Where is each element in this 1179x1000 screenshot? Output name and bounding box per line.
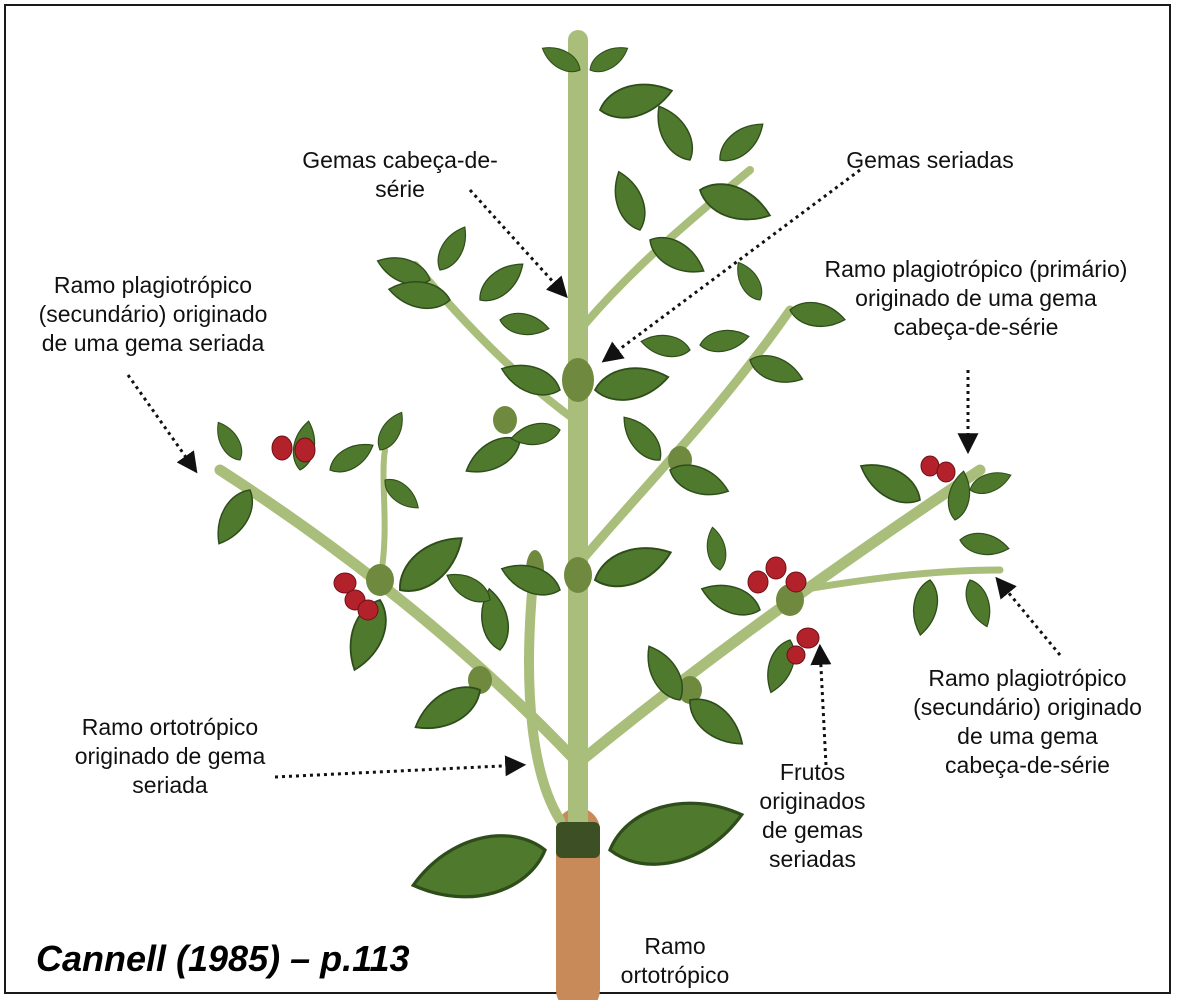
fruit [358, 600, 378, 620]
bud-cluster [562, 358, 594, 402]
fruit [748, 571, 768, 593]
leaf [760, 636, 801, 696]
leaf [603, 788, 749, 878]
label-gemas-cabeca-de-serie: Gemas cabeça-de- série [270, 146, 530, 204]
leaf [713, 115, 771, 168]
leaf [498, 310, 550, 339]
leaf [325, 436, 378, 478]
bud-cluster [366, 564, 394, 596]
label-frutos-seriadas: Frutos originados de gemas seriadas [730, 758, 895, 874]
fruit [786, 572, 806, 592]
main-stem [578, 40, 579, 840]
leaf [615, 410, 668, 468]
arrow-ramo-ortotropico-seriada [275, 765, 522, 777]
leaf [607, 167, 652, 234]
fruit [921, 456, 939, 476]
leaf [639, 331, 691, 360]
label-ramo-plagiotropico-secundario-cabeca: Ramo plagiotrópico (secundário) originad… [890, 664, 1165, 780]
fruit [797, 628, 819, 648]
label-ramo-ortotropico: Ramo ortotrópico [590, 932, 760, 990]
leaf [731, 258, 768, 305]
leaf [387, 277, 452, 313]
leaf [704, 526, 729, 572]
bud-cluster [564, 557, 592, 593]
leaf [698, 326, 750, 355]
orthotropic-sprout [529, 560, 560, 820]
leaf [473, 255, 531, 308]
arrow-frutos [820, 648, 826, 765]
label-ramo-plagiotropico-primario: Ramo plagiotrópico (primário) originado … [790, 255, 1162, 342]
fruit [766, 557, 786, 579]
leaf [681, 689, 751, 754]
fruit [295, 438, 315, 462]
fruit [787, 646, 805, 664]
arrow-plagio-secundario-seriada [128, 375, 195, 470]
leaf [648, 100, 701, 166]
leaf [406, 823, 552, 913]
stem-ring [556, 822, 600, 858]
leaf [589, 537, 676, 596]
leaf [854, 454, 927, 512]
label-ramo-ortotropico-seriada: Ramo ortotrópico originado de gema seria… [50, 713, 290, 800]
leaf [431, 222, 473, 275]
leaf [958, 530, 1010, 559]
label-ramo-plagiotropico-secundario-seriada: Ramo plagiotrópico (secundário) originad… [8, 271, 298, 358]
leaf [592, 362, 671, 405]
label-gemas-seriadas: Gemas seriadas [790, 146, 1070, 175]
citation: Cannell (1985) – p.113 [36, 938, 410, 980]
branch-left-secondary [380, 450, 385, 580]
leaf [372, 408, 409, 455]
fruit [272, 436, 292, 460]
leaf [211, 418, 248, 465]
leaf [960, 577, 996, 631]
leaf [586, 41, 633, 78]
arrow-plagio-secundario-cabeca [998, 580, 1060, 655]
leaf [909, 578, 941, 637]
bud-cluster [493, 406, 517, 434]
fruit [937, 462, 955, 482]
